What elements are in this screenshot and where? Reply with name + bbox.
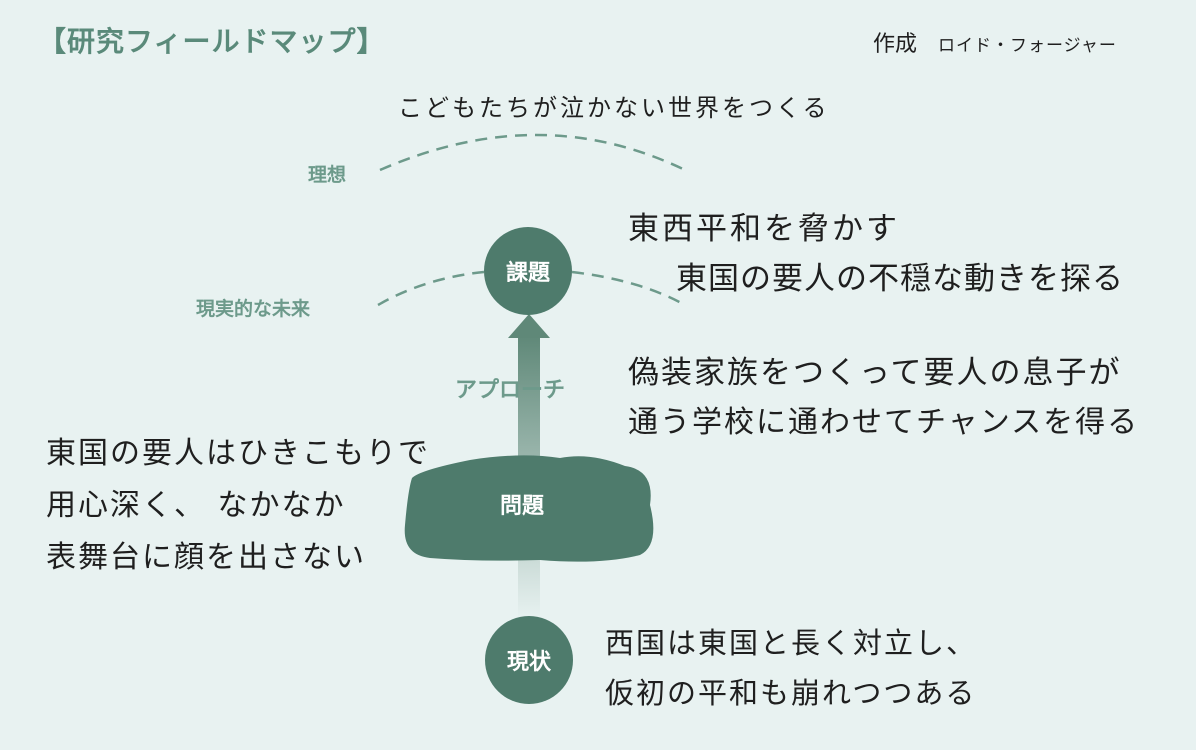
problem-text-line2: 用心深く、 なかなか bbox=[46, 488, 346, 523]
ideal-label: 理想 bbox=[308, 164, 347, 186]
future-label: 現実的な未来 bbox=[196, 298, 311, 320]
author-label: 作成 bbox=[873, 32, 918, 57]
problem-text-line3: 表舞台に顔を出さない bbox=[46, 540, 366, 575]
approach-arrow-head bbox=[508, 314, 550, 338]
problem-blob bbox=[404, 455, 654, 562]
issue-node: 課題 bbox=[484, 227, 572, 315]
author-credit: 作成 ロイド・フォージャー bbox=[873, 26, 1117, 58]
issue-node-label: 課題 bbox=[505, 261, 550, 286]
future-arc-right bbox=[571, 270, 686, 307]
problem-node-label: 問題 bbox=[500, 494, 545, 519]
current-node-label: 現状 bbox=[506, 650, 551, 675]
current-text-line1: 西国は東国と長く対立し、 bbox=[605, 626, 978, 660]
issue-text-line1: 東西平和を脅かす bbox=[628, 211, 900, 247]
author-name: ロイド・フォージャー bbox=[938, 36, 1117, 56]
approach-text-line2: 通う学校に通わせてチャンスを得る bbox=[628, 405, 1140, 440]
future-arc bbox=[377, 270, 485, 307]
current-node: 現状 bbox=[485, 616, 573, 704]
issue-text-line2: 東国の要人の不穏な動きを探る bbox=[676, 261, 1124, 297]
ideal-text: こどもたちが泣かない世界をつくる bbox=[398, 94, 830, 122]
approach-label: アプローチ bbox=[455, 378, 566, 403]
problem-text-line1: 東国の要人はひきこもりで bbox=[46, 436, 430, 471]
ideal-arc bbox=[379, 133, 686, 172]
current-text-line2: 仮初の平和も崩れつつある bbox=[605, 676, 977, 710]
page-title: 【研究フィールドマップ】 bbox=[38, 25, 386, 58]
approach-text-line1: 偽装家族をつくって要人の息子が bbox=[628, 355, 1122, 391]
